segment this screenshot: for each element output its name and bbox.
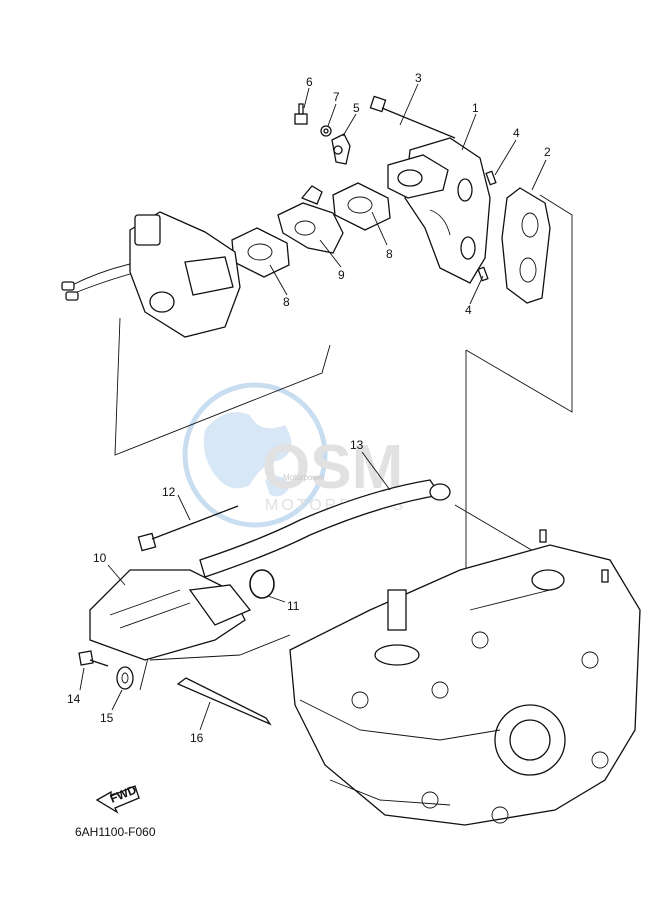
callout-13: 13 (350, 438, 364, 452)
part-10-silencer (89, 569, 252, 661)
watermark-brand: OSM (262, 433, 403, 502)
callout-9: 9 (338, 268, 345, 282)
callout-8-right: 8 (386, 247, 393, 261)
callout-5: 5 (353, 101, 360, 115)
callout-2: 2 (544, 145, 551, 159)
callout-11: 11 (287, 599, 300, 613)
watermark-globe-icon (182, 382, 328, 528)
part-4-dowel-pins (477, 170, 497, 282)
callout-4-lower: 4 (465, 303, 472, 317)
diagram-code: 6AH1100-F060 (75, 825, 156, 839)
callout-4-upper: 4 (513, 126, 520, 140)
callout-labels: 1 2 3 4 4 5 6 7 8 8 9 10 11 12 13 14 15 … (67, 71, 551, 745)
callout-7: 7 (333, 90, 340, 104)
part-6-bolt (294, 103, 308, 125)
part-16-cable-tie (176, 677, 272, 726)
callout-14: 14 (67, 692, 81, 706)
part-11-o-ring (249, 569, 275, 599)
watermark-small-text: Motorpower (283, 473, 326, 482)
callout-6: 6 (306, 75, 313, 89)
part-5-clamp (331, 133, 351, 165)
callout-3: 3 (415, 71, 422, 85)
fwd-arrow-icon: FWD (95, 782, 140, 814)
callout-8-left: 8 (283, 295, 290, 309)
part-3-bolt (369, 95, 456, 139)
part-1-intake-manifold (387, 137, 491, 284)
engine-block (289, 529, 641, 826)
callout-12: 12 (162, 485, 176, 499)
part-13-hose (199, 479, 451, 578)
leader-lines (79, 83, 547, 731)
carburetor-assembly (61, 211, 241, 338)
part-15-grommet (116, 666, 134, 690)
part-8-gasket-upper (332, 182, 391, 231)
reference-lines (114, 194, 573, 691)
part-8-gasket-lower (231, 227, 290, 278)
part-9-spacer (277, 185, 344, 254)
callout-16: 16 (190, 731, 204, 745)
watermark: OSM MOTORPARTS Motorpower (182, 382, 403, 528)
callout-10: 10 (93, 551, 107, 565)
callout-15: 15 (100, 711, 114, 725)
callout-1: 1 (472, 101, 479, 115)
part-12-bolt (137, 505, 239, 552)
part-14-bolt (78, 650, 109, 667)
part-2-gasket (501, 187, 551, 304)
part-7-washer (320, 125, 332, 137)
